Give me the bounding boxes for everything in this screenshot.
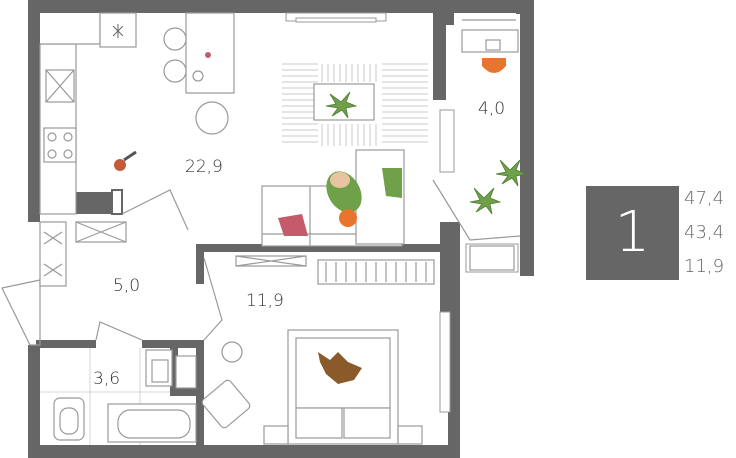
living-area: 43,4 <box>684 222 725 243</box>
total-area: 47,4 <box>684 188 725 209</box>
fan-icon <box>112 24 124 38</box>
balcony <box>461 19 519 53</box>
dog-icon <box>318 352 362 384</box>
tv-icon <box>295 17 377 23</box>
room-count: 1 <box>614 200 651 265</box>
room-label-hall: 5,0 <box>113 276 141 296</box>
person-icon <box>326 171 362 227</box>
plant-icon <box>325 91 358 119</box>
bedroom <box>201 255 435 445</box>
room-label-bedroom: 11,9 <box>246 291 284 311</box>
cat-icon <box>114 150 137 171</box>
hall <box>39 221 127 287</box>
room-label-bathroom: 3,6 <box>93 369 121 389</box>
room-label-balcony: 4,0 <box>478 99 506 119</box>
balcony-chair-icon <box>482 58 506 73</box>
room-label-living-kitchen: 22,9 <box>185 157 223 177</box>
kitchen <box>39 12 235 215</box>
room-area: 11,9 <box>684 256 725 277</box>
room-count-badge: 1 <box>586 186 679 280</box>
